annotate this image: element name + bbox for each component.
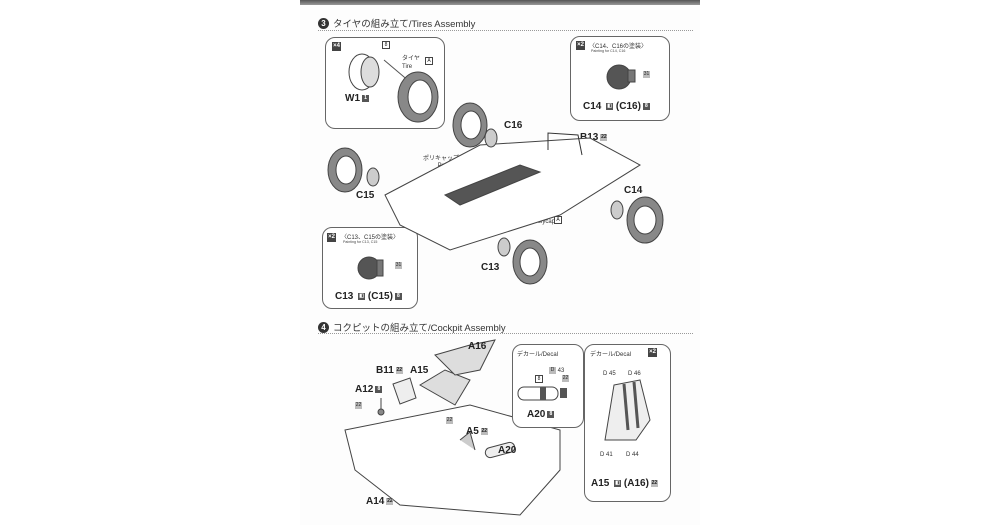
step3-divider (318, 30, 693, 31)
rim-color-tag: 8 (382, 41, 390, 49)
a12-tag: 8 (375, 385, 383, 393)
step3-header: 3 タイヤの組み立て/Tires Assembly (318, 16, 475, 30)
b11-tag: 22 (395, 366, 403, 374)
multiplier-badge: ×2 (327, 233, 336, 242)
step4-header: 4 コクピットの組み立て/Cockpit Assembly (318, 320, 506, 334)
paint-c14-title-en: Painting for C14, C16 (591, 49, 626, 53)
mirror-icon: ◧ (606, 102, 614, 110)
seat-decal-d44: D 44 (626, 452, 639, 458)
seat-decal-d45: D 45 (603, 371, 616, 377)
step4-title: コクピットの組み立て/Cockpit Assembly (333, 323, 506, 334)
paint-c14-tag: 8 (642, 102, 650, 110)
tire-label: タイヤ Tire (402, 55, 420, 71)
step4-number: 4 (318, 321, 329, 333)
decal-a20-right-tag: 22 (562, 375, 569, 382)
decal-seat-caption: A15 ◧ (A16)22 (591, 478, 658, 489)
paint-c13-title-en: Painting for C13, C15 (343, 240, 378, 244)
step3-number: 3 (318, 17, 329, 29)
chassis-body (384, 137, 641, 251)
part-c15-label: C15 (356, 190, 375, 201)
part-b11 (392, 377, 417, 405)
mirror-icon: ◧ (358, 292, 366, 300)
seat-a16 (434, 339, 496, 376)
part-c14-label: C14 (624, 185, 643, 196)
multiplier-badge: ×2 (576, 41, 585, 50)
paint-c13-color-tag: 31 (395, 262, 402, 269)
part-a20-label: A20 (498, 445, 517, 456)
decal-a20-decal-tag: D 43 (549, 367, 565, 375)
part-a20 (484, 441, 516, 459)
paint-c14-title-jp: 〈C14、C16の塗装〉 (589, 44, 648, 50)
page-top-bar (300, 0, 700, 5)
a14-tag: 22 (386, 497, 394, 505)
paint-c13-caption: C13 ◧ (C15)8 (335, 291, 402, 302)
w1-tag: 1 (362, 94, 369, 102)
step4-divider (318, 333, 693, 334)
paint-c13-tag: 8 (394, 292, 402, 300)
seat-decal-d46: D 46 (628, 371, 641, 377)
paint-c14-color-tag: 31 (643, 71, 650, 78)
step3-title: タイヤの組み立て/Tires Assembly (333, 19, 476, 30)
tire-label-jp: タイヤ (402, 56, 420, 62)
decal-a20-title: デカール/Decal (517, 352, 559, 358)
decal-a20-caption-tag: 8 (547, 410, 555, 418)
part-a12 (377, 408, 385, 416)
cockpit-floor (344, 404, 561, 516)
decal-seat-title: デカール/Decal (590, 352, 632, 358)
seat-a15 (419, 369, 471, 406)
paint-c14-caption: C14 ◧ (C16)8 (583, 101, 650, 112)
tire-parts-tag: A (425, 57, 433, 65)
part-a5 (459, 431, 476, 451)
wheel-face (360, 56, 380, 88)
mirror-icon: ◧ (614, 479, 622, 487)
a5-tag: 22 (480, 427, 488, 435)
polycap-tag: A (554, 216, 562, 224)
b13-tag: 22 (600, 133, 608, 141)
decal-seat-caption-tag: 22 (650, 479, 658, 487)
seat-decal-d41: D 41 (600, 452, 613, 458)
a12-sub-tag: 22 (355, 402, 362, 409)
multiplier-badge: ×4 (332, 42, 341, 51)
multiplier-badge: ×2 (648, 348, 657, 357)
part-a15-label: A15 (410, 365, 429, 376)
decal-box-a20 (512, 344, 584, 428)
part-c13-label: C13 (481, 262, 500, 273)
paint-c13-title-jp: 〈C13、C15の塗装〉 (341, 235, 400, 241)
a5-sub-tag: 22 (446, 417, 453, 424)
decal-a20-left-tag: 8 (535, 375, 543, 383)
part-c16-label: C16 (504, 120, 523, 131)
part-a16-label: A16 (468, 341, 487, 352)
tire-label-en: Tire (402, 64, 413, 70)
